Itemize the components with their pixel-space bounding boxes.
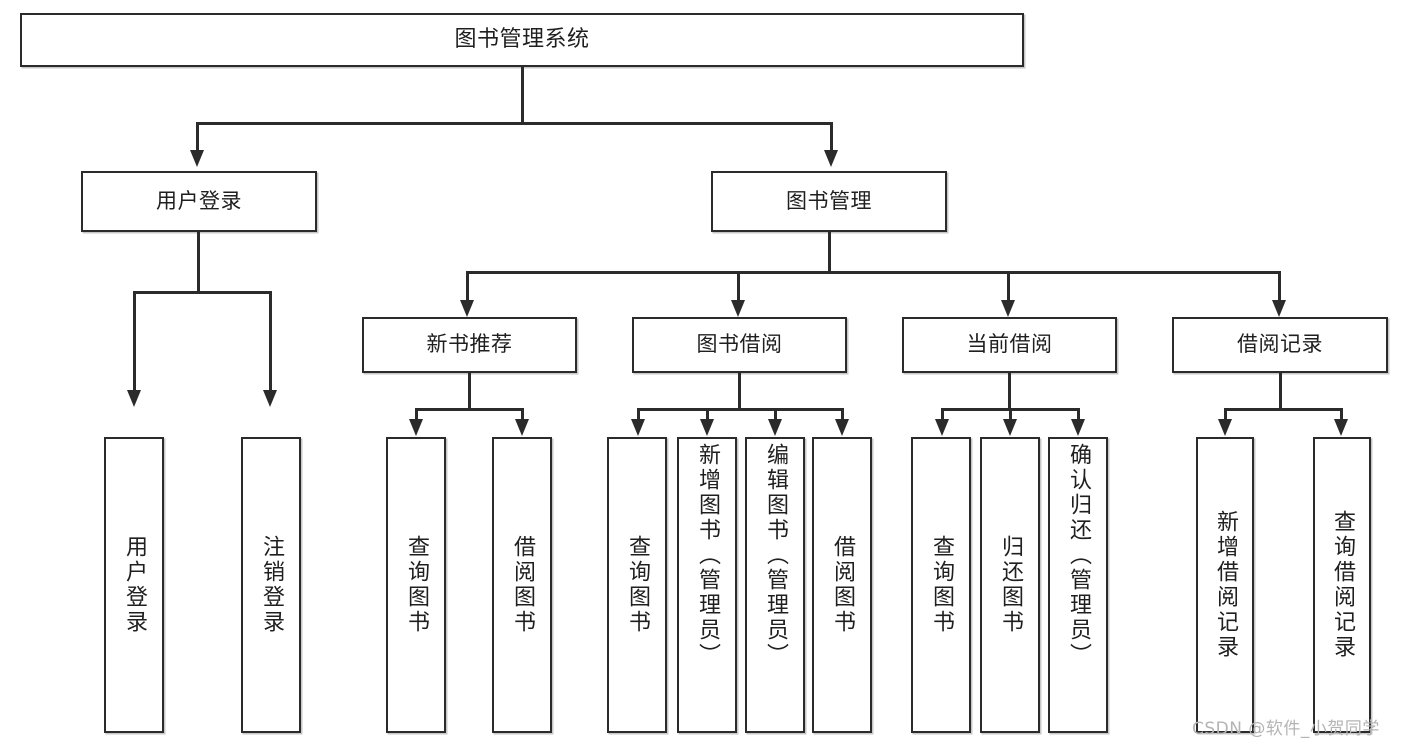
connector-borrow-record-stem — [1279, 373, 1282, 409]
connector-drop-leaf-book-borrow-2 — [706, 408, 709, 428]
arrow-icon-leaf-user-login-2 — [263, 390, 277, 407]
node-label: 确认归还（管理员） — [1065, 443, 1091, 668]
node-current-borrow[interactable]: 当前借阅 — [902, 317, 1117, 373]
node-label: 新增图书（管理员） — [694, 443, 720, 668]
connector-drop-leaf-user-login-2 — [269, 291, 272, 391]
connector-drop-leaf-new-book-1 — [415, 408, 418, 428]
connector-drop-leaf-user-login-1 — [133, 291, 136, 391]
connector-root-bus — [196, 122, 832, 125]
arrow-icon-leaf-current-borrow-1 — [935, 419, 949, 436]
connector-drop-leaf-current-borrow-2 — [1009, 408, 1012, 428]
node-label: 用户登录 — [121, 535, 147, 635]
leaf-borrow-record-query[interactable]: 查询借阅记录 — [1313, 437, 1371, 733]
node-label: 查询借阅记录 — [1329, 510, 1355, 660]
node-label: 图书管理 — [786, 188, 872, 213]
node-book-manage[interactable]: 图书管理 — [711, 171, 947, 232]
arrow-icon-user-login — [190, 150, 204, 167]
node-label: 查询图书 — [624, 535, 650, 635]
arrow-icon-leaf-book-borrow-2 — [700, 419, 714, 436]
connector-book-manage-stem — [828, 232, 831, 272]
watermark-text: CSDN @软件_小贺同学 — [1192, 719, 1380, 739]
connector-borrow-record-bus — [1224, 408, 1342, 411]
arrow-icon-leaf-current-borrow-3 — [1071, 419, 1085, 436]
connector-drop-current-borrow — [1007, 271, 1010, 301]
node-book-borrow[interactable]: 图书借阅 — [632, 317, 847, 373]
node-label: 图书借阅 — [696, 332, 783, 357]
node-label: 查询图书 — [403, 535, 429, 635]
connector-drop-leaf-current-borrow-3 — [1077, 408, 1080, 428]
node-label: 注销登录 — [258, 535, 284, 635]
connector-root-stem — [521, 67, 524, 123]
node-label: 借阅图书 — [829, 535, 855, 635]
arrow-icon-leaf-borrow-record-2 — [1334, 419, 1348, 436]
node-label: 借阅记录 — [1237, 332, 1323, 357]
connector-book-borrow-stem — [738, 373, 741, 409]
node-label: 查询图书 — [928, 535, 954, 635]
node-borrow-record[interactable]: 借阅记录 — [1172, 317, 1388, 373]
connector-user-login-stem — [197, 232, 200, 292]
node-new-book-recommend[interactable]: 新书推荐 — [362, 317, 577, 373]
arrow-icon-leaf-borrow-record-1 — [1218, 419, 1232, 436]
connector-drop-leaf-book-borrow-3 — [774, 408, 777, 428]
node-label: 图书管理系统 — [454, 26, 590, 52]
leaf-user-login-logout[interactable]: 注销登录 — [241, 437, 301, 733]
arrow-icon-current-borrow — [1001, 300, 1015, 317]
node-label: 归还图书 — [997, 535, 1023, 635]
node-label: 新增借阅记录 — [1212, 510, 1238, 660]
leaf-current-borrow-return[interactable]: 归还图书 — [980, 437, 1040, 733]
node-label: 当前借阅 — [966, 332, 1053, 357]
node-label: 用户登录 — [156, 188, 242, 213]
arrow-icon-book-borrow — [731, 300, 745, 317]
connector-drop-book-manage — [830, 122, 833, 151]
leaf-borrow-record-add[interactable]: 新增借阅记录 — [1196, 437, 1254, 733]
arrow-icon-leaf-book-borrow-4 — [835, 419, 849, 436]
arrow-icon-leaf-current-borrow-2 — [1003, 419, 1017, 436]
leaf-current-borrow-confirm-return[interactable]: 确认归还（管理员） — [1048, 437, 1108, 733]
connector-current-borrow-stem — [1008, 373, 1011, 409]
arrow-icon-leaf-user-login-1 — [127, 390, 141, 407]
connector-drop-new-book — [466, 271, 469, 301]
arrow-icon-leaf-book-borrow-1 — [631, 419, 645, 436]
node-label: 新书推荐 — [426, 332, 513, 357]
connector-drop-leaf-book-borrow-4 — [841, 408, 844, 428]
arrow-icon-leaf-new-book-2 — [515, 419, 529, 436]
connector-new-book-stem — [468, 373, 471, 409]
node-user-login[interactable]: 用户登录 — [81, 171, 317, 232]
leaf-new-book-borrow[interactable]: 借阅图书 — [492, 437, 552, 733]
connector-drop-leaf-borrow-record-2 — [1340, 408, 1343, 428]
connector-new-book-bus — [415, 408, 523, 411]
connector-drop-leaf-new-book-2 — [521, 408, 524, 428]
connector-user-login-bus — [133, 291, 270, 294]
connector-drop-leaf-current-borrow-1 — [941, 408, 944, 428]
connector-book-manage-bus — [466, 271, 1280, 274]
arrow-icon-book-manage — [824, 150, 838, 167]
leaf-user-login-login[interactable]: 用户登录 — [104, 437, 164, 733]
connector-drop-book-borrow — [737, 271, 740, 301]
arrow-icon-borrow-record — [1272, 300, 1286, 317]
leaf-book-borrow-edit[interactable]: 编辑图书（管理员） — [745, 437, 805, 733]
node-label: 借阅图书 — [509, 535, 535, 635]
arrow-icon-leaf-new-book-1 — [409, 419, 423, 436]
connector-drop-leaf-book-borrow-1 — [637, 408, 640, 428]
connector-drop-leaf-borrow-record-1 — [1224, 408, 1227, 428]
connector-drop-user-login — [196, 122, 199, 151]
connector-book-borrow-bus — [637, 408, 842, 411]
node-root-system[interactable]: 图书管理系统 — [20, 13, 1024, 67]
connector-drop-borrow-record — [1278, 271, 1281, 301]
arrow-icon-leaf-book-borrow-3 — [768, 419, 782, 436]
arrow-icon-new-book — [460, 300, 474, 317]
leaf-current-borrow-query[interactable]: 查询图书 — [911, 437, 971, 733]
leaf-book-borrow-add[interactable]: 新增图书（管理员） — [677, 437, 737, 733]
leaf-new-book-query[interactable]: 查询图书 — [386, 437, 446, 733]
leaf-book-borrow-borrow[interactable]: 借阅图书 — [812, 437, 872, 733]
leaf-book-borrow-query[interactable]: 查询图书 — [607, 437, 667, 733]
node-label: 编辑图书（管理员） — [762, 443, 788, 668]
